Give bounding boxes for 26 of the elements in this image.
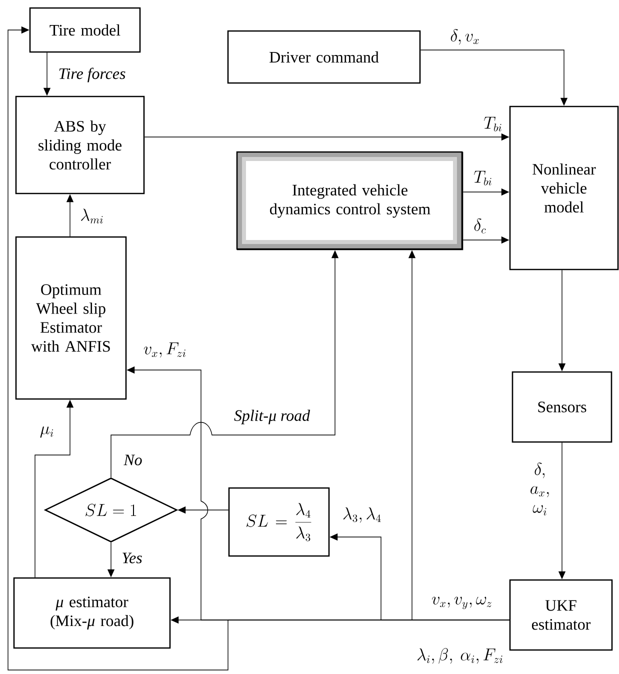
block-box: UKF estimator: [509, 579, 613, 651]
edge-label: Split-μ road: [234, 410, 310, 424]
block-box: Optimum Wheel slip Estimator with ANFIS: [15, 236, 127, 400]
block-box: Driver command: [227, 30, 421, 84]
arrow: [8, 26, 510, 670]
block-box: Integrated vehicle dynamics control system: [236, 151, 464, 250]
block-box: μ estimator (Mix-μ road): [13, 577, 171, 649]
edge-label: $\lambda_3, \lambda_4$: [343, 507, 381, 523]
edge-label: $\delta, v_x$: [450, 29, 479, 45]
edge-label: $v_x, F_{zi}$: [144, 342, 186, 358]
edge-label: $\begin{array}{c}\delta,\\ a_x,\\ \omega_i\end{array}$: [530, 462, 549, 516]
edge-label: $\lambda_{mi}$: [81, 208, 103, 224]
edge-label: Yes: [122, 552, 142, 564]
block-box: Tire model: [29, 7, 141, 53]
edge-label: Tire forces: [59, 68, 126, 82]
block-box: Sensors: [512, 371, 612, 443]
edge-label: $v_x, v_y, \omega_z$: [432, 596, 492, 610]
edge-label: $T_{bi}$: [484, 116, 502, 132]
block-box: ABS by sliding mode controller: [15, 96, 145, 194]
edge-label: $\lambda_i, \beta,\ \alpha_i, F_{zi}$: [417, 648, 502, 664]
block-box: Nonlinear vehicle model: [509, 106, 619, 270]
branch-label: No: [124, 454, 142, 466]
edge-label: $T_{bi}$: [474, 170, 492, 186]
edge-label: $\delta_c$: [474, 218, 486, 234]
edge-label: $\mu_i$: [40, 426, 54, 438]
block-box: $SL = \frac{\lambda_4}{\lambda_3}$: [228, 487, 330, 557]
